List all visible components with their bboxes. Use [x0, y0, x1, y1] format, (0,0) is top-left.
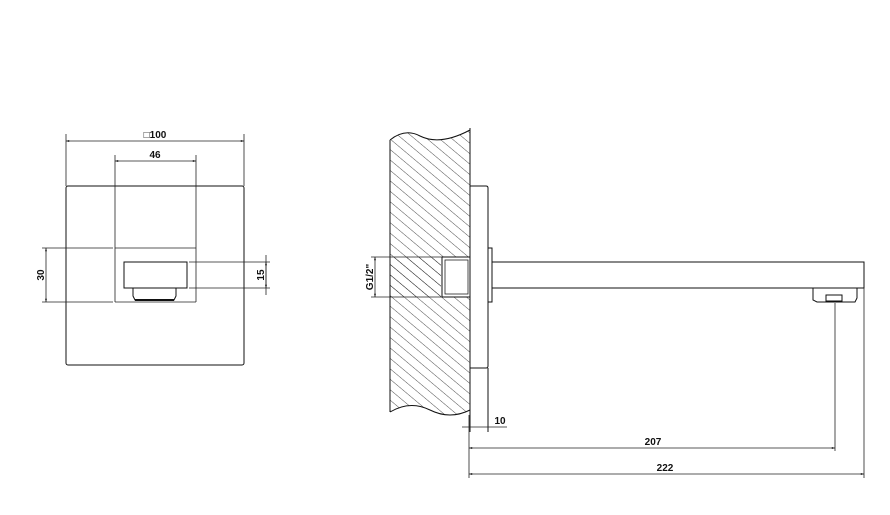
- plate-depth-label: 10: [494, 416, 506, 427]
- flange: [487, 247, 493, 303]
- wall-hatching: [390, 130, 470, 415]
- cover-plate: [65, 185, 245, 366]
- threaded-socket: [441, 256, 471, 298]
- wall-plate: [470, 185, 489, 369]
- aerator-front: [132, 288, 177, 301]
- spout-section: [123, 261, 188, 289]
- width-label: □100: [144, 130, 167, 141]
- thread-label: G1/2": [365, 264, 376, 291]
- spout-arm: [491, 261, 865, 289]
- height-label: 30: [36, 269, 47, 281]
- side-view: G1/2" 10 207 222: [365, 128, 865, 478]
- aerator-side: [812, 288, 858, 303]
- inner-width-label: 46: [149, 150, 161, 161]
- outlet-reach-label: 207: [645, 437, 662, 448]
- front-view: □100 46 30 15: [36, 130, 270, 366]
- total-reach-label: 222: [657, 463, 674, 474]
- outlet-height-label: 15: [256, 269, 267, 281]
